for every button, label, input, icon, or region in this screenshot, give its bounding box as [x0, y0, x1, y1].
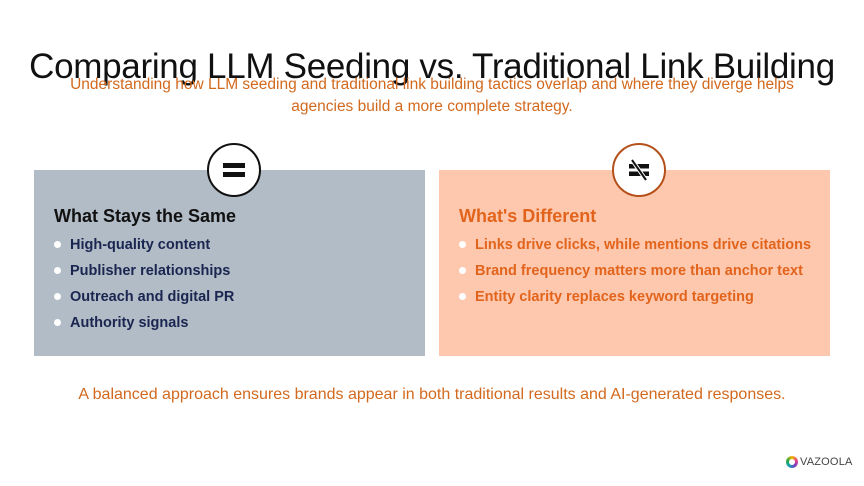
same-panel-heading: What Stays the Same — [54, 206, 237, 226]
list-item: Entity clarity replaces keyword targetin… — [459, 284, 811, 310]
not-equal-icon — [612, 143, 666, 197]
equals-icon — [207, 143, 261, 197]
list-item: Outreach and digital PR — [54, 284, 234, 310]
bullet-icon — [459, 293, 466, 300]
list-item: High-quality content — [54, 232, 234, 258]
bullet-icon — [54, 241, 61, 248]
bullet-icon — [459, 267, 466, 274]
different-panel-heading: What's Different — [459, 206, 597, 226]
page-subtitle: Understanding how LLM seeding and tradit… — [70, 76, 794, 115]
bullet-icon — [459, 241, 466, 248]
vazoola-logo: VAZOOLA — [786, 456, 853, 468]
page-title: Comparing LLM Seeding vs. Traditional Li… — [29, 47, 835, 87]
vazoola-logo-text: VAZOOLA — [800, 456, 853, 468]
different-panel: What's Different Links drive clicks, whi… — [439, 170, 830, 356]
same-list: High-quality content Publisher relations… — [54, 232, 234, 336]
bullet-icon — [54, 319, 61, 326]
list-item: Links drive clicks, while mentions drive… — [459, 232, 811, 258]
list-item: Authority signals — [54, 310, 234, 336]
different-list: Links drive clicks, while mentions drive… — [459, 232, 811, 310]
vazoola-logo-icon — [786, 456, 798, 468]
list-item: Publisher relationships — [54, 258, 234, 284]
bullet-icon — [54, 267, 61, 274]
list-item: Brand frequency matters more than anchor… — [459, 258, 811, 284]
same-panel: What Stays the Same High-quality content… — [34, 170, 425, 356]
bullet-icon — [54, 293, 61, 300]
footer-note: A balanced approach ensures brands appea… — [78, 386, 786, 403]
